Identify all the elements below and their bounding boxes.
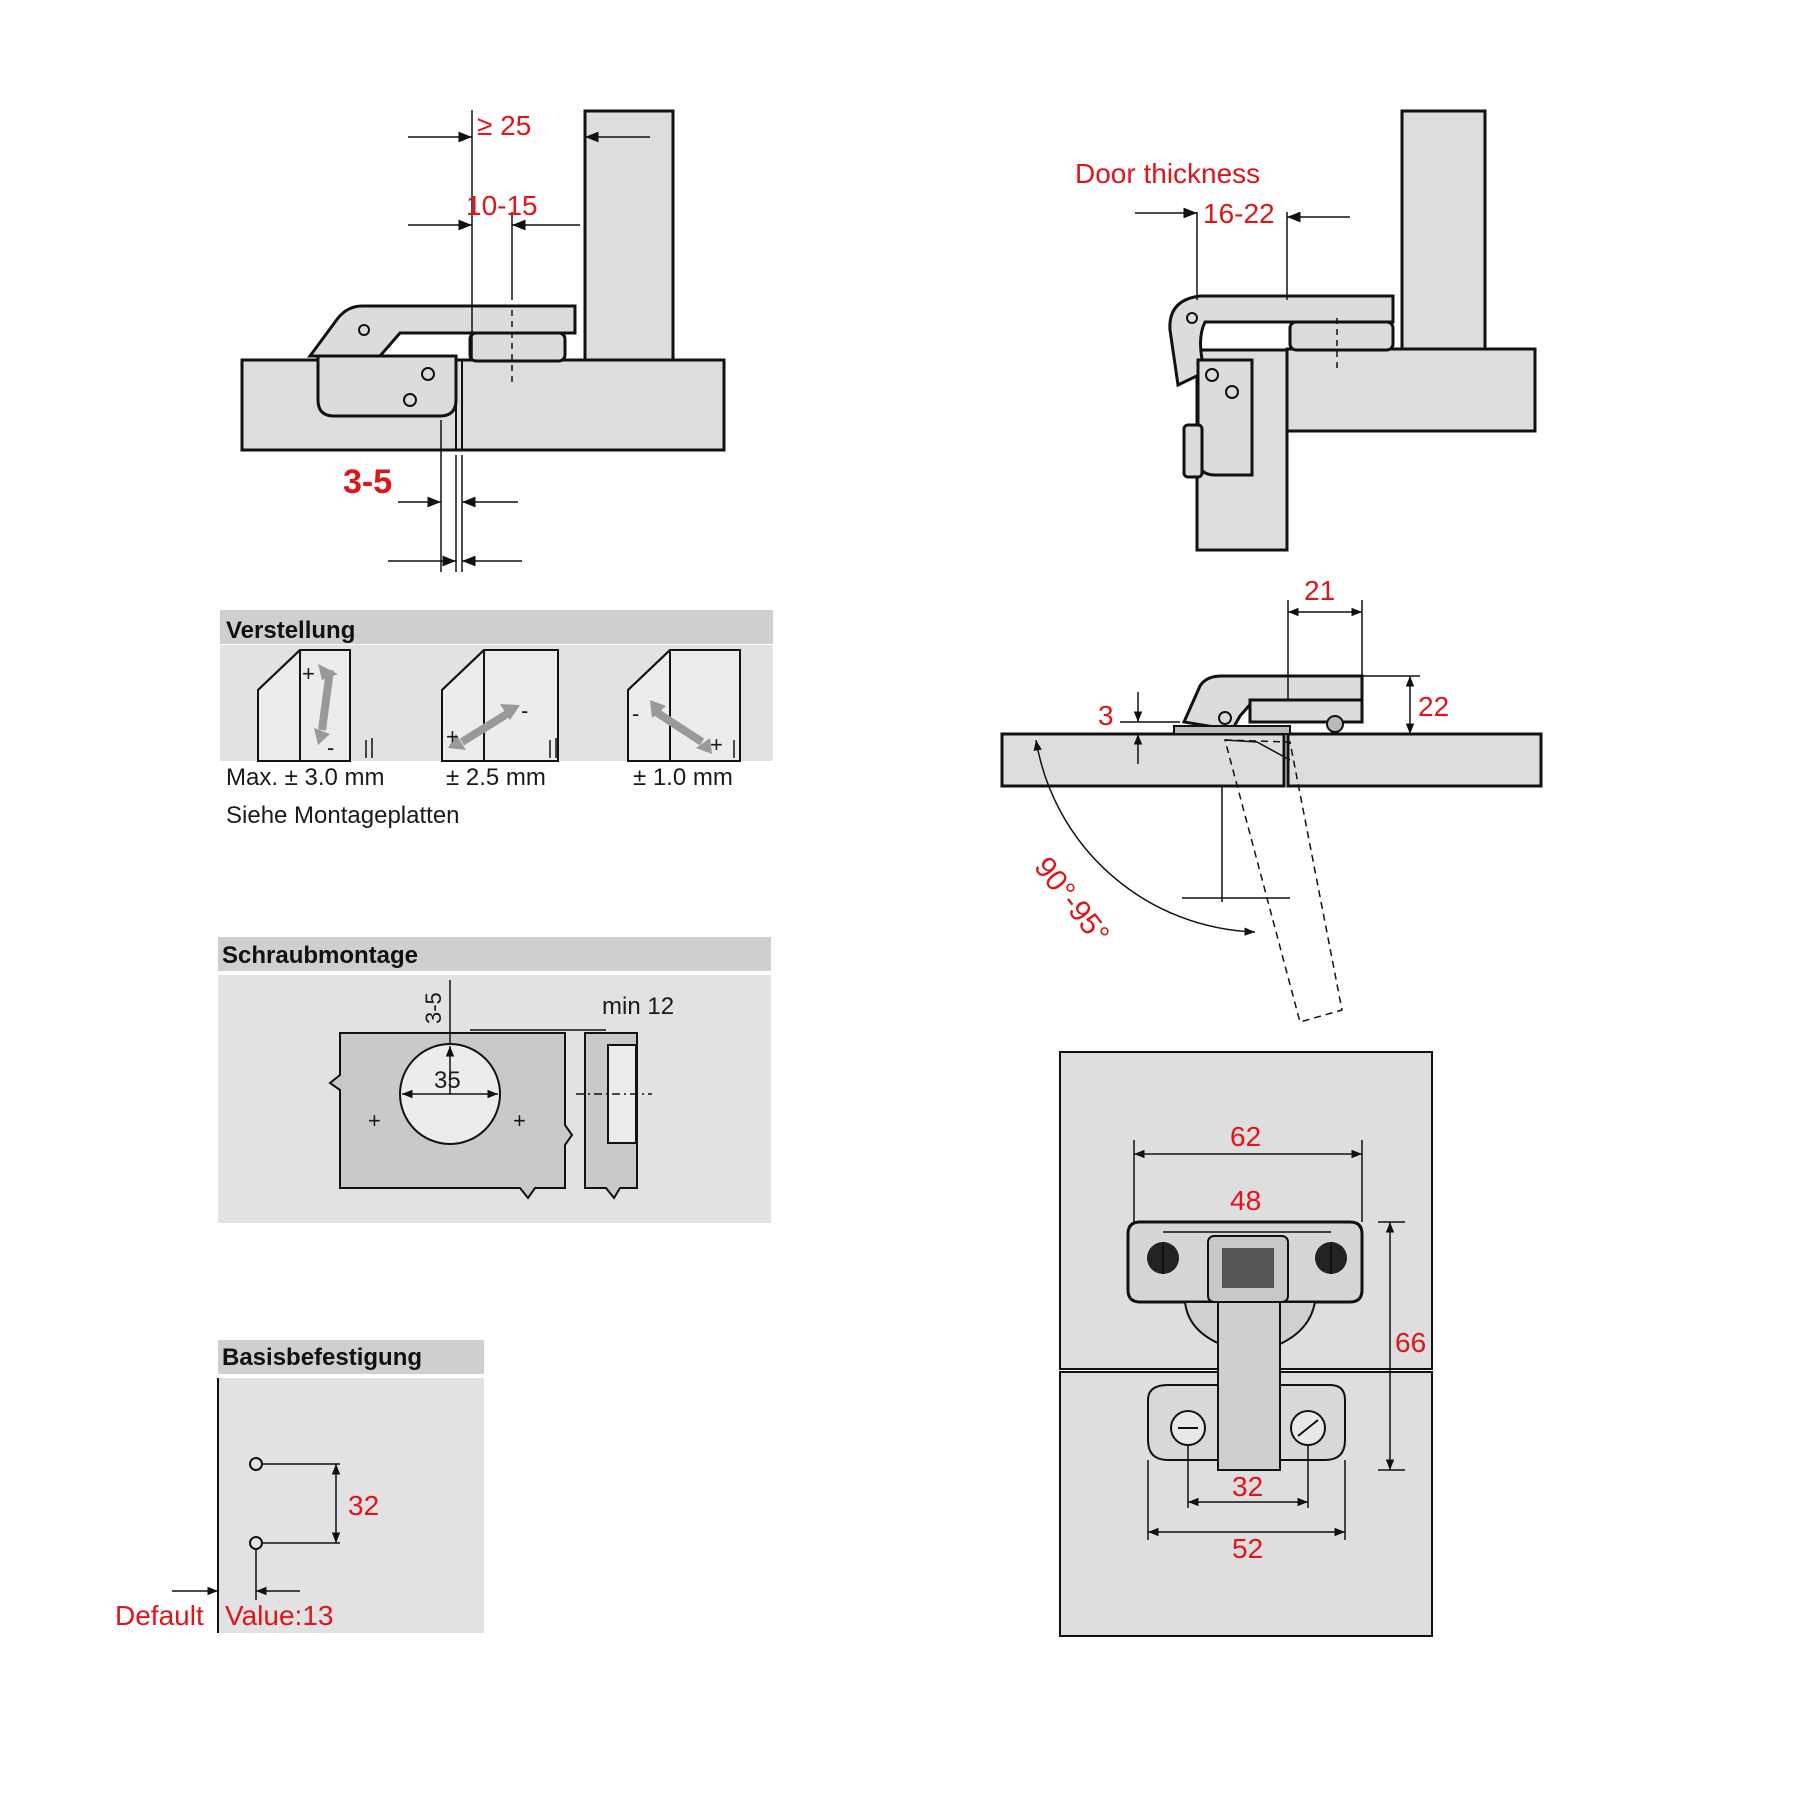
dim-10-15: 10-15 [466, 190, 538, 221]
dim-3-5-edge: 3-5 [421, 992, 446, 1024]
side-adjust-value: ± 1.0 mm [633, 764, 733, 791]
vertical-adjust-icon [257, 649, 373, 762]
basisbefestigung-panel: Basisbefestigung 32 Default Value:13 [115, 1340, 484, 1633]
side-adjust-icon [627, 649, 741, 762]
adjust-sign: - [521, 698, 528, 723]
verstellung-title: Verstellung [226, 617, 355, 644]
verstellung-panel: Verstellung [220, 610, 773, 829]
hinge-cup [316, 354, 458, 418]
cabinet-side-panel [583, 109, 675, 363]
verstellung-note: Siehe Montageplatten [226, 802, 460, 829]
opening-angle-view: 21 3 22 90°-95° [1000, 575, 1543, 1023]
closed-hinge-section: ≥ 25 10-15 3-5 [240, 109, 726, 572]
dim-21: 21 [1304, 575, 1335, 606]
dim-62: 62 [1230, 1121, 1261, 1152]
default-value: Value:13 [225, 1600, 333, 1631]
schraubmontage-panel: Schraubmontage + + 3-5 min 12 35 [218, 937, 771, 1223]
schraubmontage-title: Schraubmontage [222, 942, 418, 969]
dim-66: 66 [1395, 1327, 1426, 1358]
min-12: min 12 [602, 993, 674, 1020]
dim-16-22: 16-22 [1203, 198, 1275, 229]
door-thickness-label: Door thickness [1075, 158, 1260, 189]
adjust-sign: + [710, 732, 723, 757]
cabinet-board-right [1286, 732, 1543, 788]
dim-min-25: ≥ 25 [477, 110, 531, 141]
cabinet-side-panel-right [1400, 109, 1487, 353]
depth-adjust-value: ± 2.5 mm [446, 764, 546, 791]
svg-text:+: + [368, 1108, 381, 1133]
open-door-dashed [1224, 739, 1343, 1023]
dim-48: 48 [1230, 1185, 1261, 1216]
dim-3-offset: 3 [1098, 700, 1114, 731]
cabinet-top-board [1285, 347, 1537, 433]
door-panel [240, 358, 726, 452]
door-thickness-section: Door thickness 16-22 [1075, 109, 1537, 552]
dim-52: 52 [1232, 1533, 1263, 1564]
adjust-sign: + [302, 661, 315, 686]
front-view: 62 48 66 32 52 [1059, 1051, 1433, 1637]
dim-32-holes: 32 [348, 1490, 379, 1521]
depth-adjust-icon [441, 649, 559, 762]
dim-3-5-gap: 3-5 [343, 463, 392, 501]
svg-text:+: + [513, 1108, 526, 1133]
dim-32-screws: 32 [1232, 1471, 1263, 1502]
adjust-sign: - [632, 701, 639, 726]
vertical-adjust-value: Max. ± 3.0 mm [226, 764, 385, 791]
adjust-sign: - [327, 735, 334, 760]
basisbefestigung-title: Basisbefestigung [222, 1344, 422, 1371]
adjust-sign: + [446, 724, 459, 749]
hinge-arm-vertical [1217, 1301, 1281, 1471]
cup-diameter-35: 35 [434, 1067, 461, 1094]
cabinet-board-left [1000, 732, 1286, 788]
dim-22: 22 [1418, 691, 1449, 722]
default-label: Default [115, 1600, 204, 1631]
